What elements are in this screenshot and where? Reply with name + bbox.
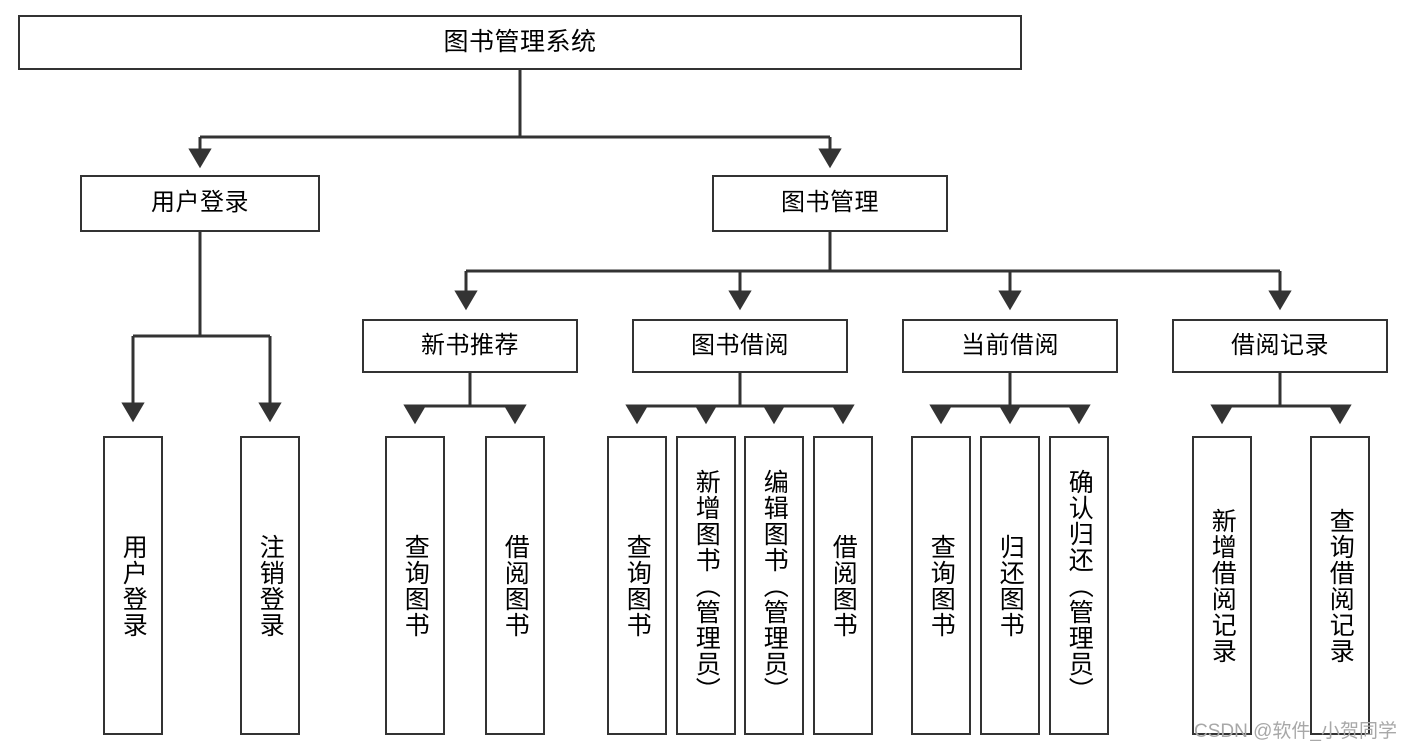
leaf-book-borrow-borrow-book[interactable]: 借阅图书 bbox=[813, 436, 873, 735]
leaf-new-book-borrow-book[interactable]: 借阅图书 bbox=[485, 436, 545, 735]
node-label: 归还图书 bbox=[996, 533, 1025, 638]
node-label: 当前借阅 bbox=[961, 331, 1059, 359]
leaf-current-borrow-confirm-return[interactable]: 确认归还（管理员） bbox=[1049, 436, 1109, 735]
node-borrow-record[interactable]: 借阅记录 bbox=[1172, 319, 1388, 373]
node-label: 查询图书 bbox=[927, 533, 956, 638]
node-label: 借阅图书 bbox=[501, 533, 530, 638]
node-label: 查询借阅记录 bbox=[1326, 507, 1355, 664]
node-label: 新书推荐 bbox=[421, 331, 519, 359]
leaf-borrow-record-query-record[interactable]: 查询借阅记录 bbox=[1310, 436, 1370, 735]
node-book-management[interactable]: 图书管理 bbox=[712, 175, 948, 232]
node-label: 编辑图书（管理员） bbox=[760, 468, 789, 703]
csdn-watermark: CSDN @软件_小贺同学 bbox=[1194, 721, 1397, 742]
leaf-user-login-logout[interactable]: 注销登录 bbox=[240, 436, 300, 735]
node-label: 用户登录 bbox=[119, 533, 148, 638]
leaf-new-book-query-book[interactable]: 查询图书 bbox=[385, 436, 445, 735]
node-label: 图书借阅 bbox=[691, 331, 789, 359]
node-book-borrow[interactable]: 图书借阅 bbox=[632, 319, 848, 373]
node-label: 图书管理系统 bbox=[443, 27, 597, 56]
node-label: 查询图书 bbox=[623, 533, 652, 638]
node-label: 查询图书 bbox=[401, 533, 430, 638]
leaf-current-borrow-query-book[interactable]: 查询图书 bbox=[911, 436, 971, 735]
leaf-book-borrow-edit-book[interactable]: 编辑图书（管理员） bbox=[744, 436, 804, 735]
node-label: 注销登录 bbox=[256, 533, 285, 638]
node-book-management-system[interactable]: 图书管理系统 bbox=[18, 15, 1022, 70]
node-current-borrow[interactable]: 当前借阅 bbox=[902, 319, 1118, 373]
leaf-borrow-record-add-record[interactable]: 新增借阅记录 bbox=[1192, 436, 1252, 735]
leaf-user-login-login[interactable]: 用户登录 bbox=[103, 436, 163, 735]
node-label: 新增借阅记录 bbox=[1208, 507, 1237, 664]
leaf-book-borrow-query-book[interactable]: 查询图书 bbox=[607, 436, 667, 735]
node-label: 新增图书（管理员） bbox=[692, 468, 721, 703]
leaf-current-borrow-return-book[interactable]: 归还图书 bbox=[980, 436, 1040, 735]
node-label: 借阅图书 bbox=[829, 533, 858, 638]
node-user-login[interactable]: 用户登录 bbox=[80, 175, 320, 232]
leaf-book-borrow-add-book[interactable]: 新增图书（管理员） bbox=[676, 436, 736, 735]
node-label: 确认归还（管理员） bbox=[1065, 468, 1094, 703]
node-label: 图书管理 bbox=[781, 189, 879, 217]
node-label: 借阅记录 bbox=[1231, 331, 1329, 359]
node-label: 用户登录 bbox=[151, 189, 249, 217]
node-new-book-recommend[interactable]: 新书推荐 bbox=[362, 319, 578, 373]
